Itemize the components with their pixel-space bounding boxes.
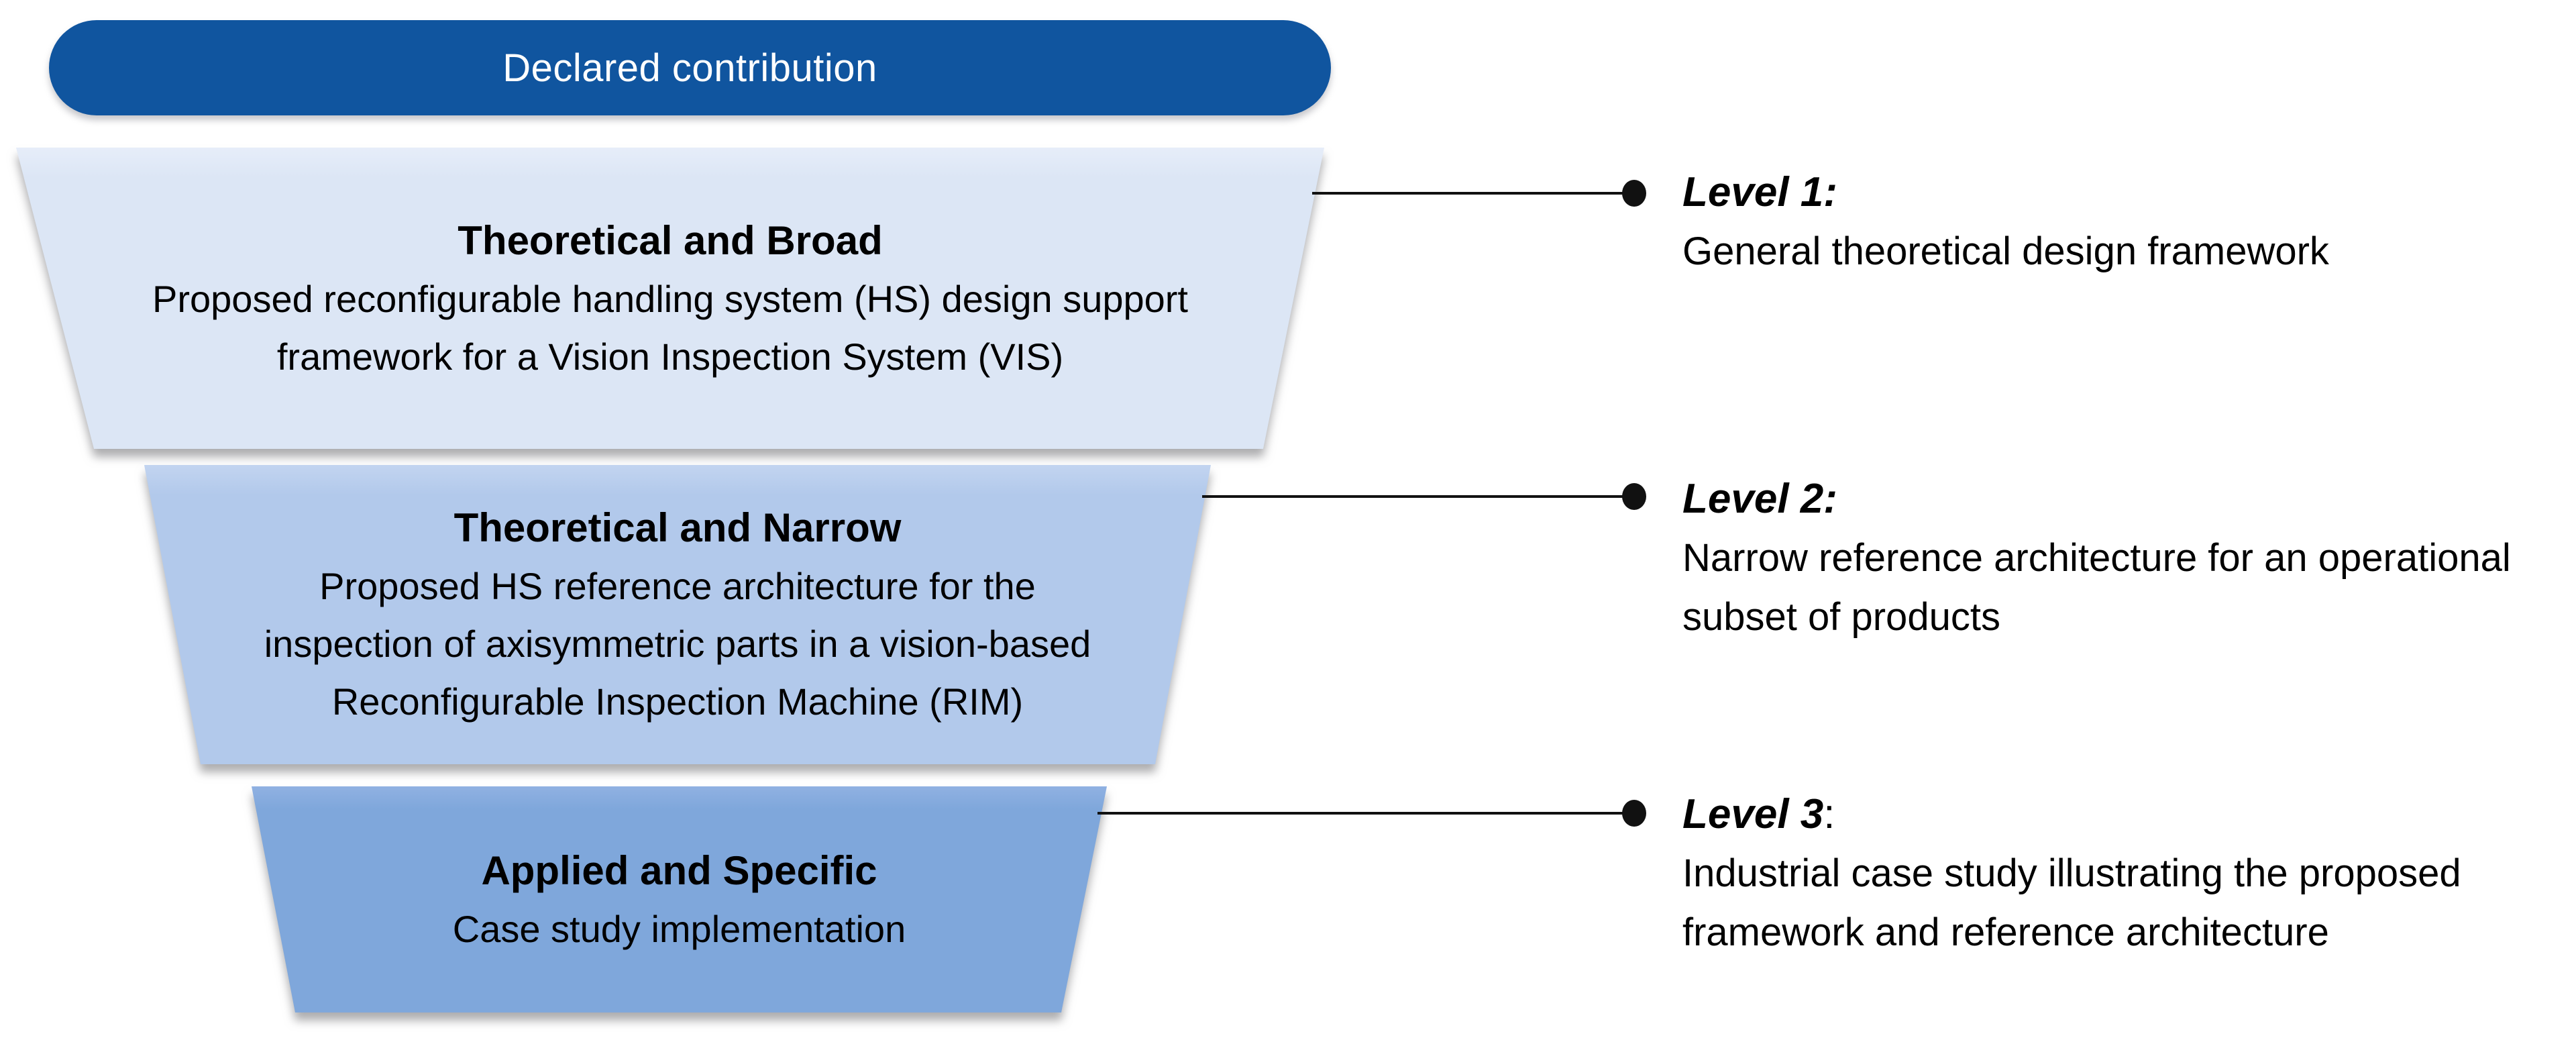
banner-label: Declared contribution: [502, 46, 877, 90]
connector-line-2: [1202, 495, 1625, 498]
bullet-icon: [1622, 180, 1646, 207]
bullet-icon: [1622, 483, 1646, 510]
annotation-level-2-line: subset of products: [1682, 595, 2000, 639]
annotation-level-1-title-row: Level 1:: [1682, 163, 2575, 222]
connector-line-1: [1312, 192, 1625, 195]
annotation-level-3-line: framework and reference architecture: [1682, 911, 2329, 954]
funnel-stage-2: Theoretical and Narrow Proposed HS refer…: [144, 465, 1211, 764]
annotation-level-3-title: Level 3: [1682, 791, 1824, 837]
annotation-level-1-colon: :: [1823, 169, 1837, 215]
annotation-level-2-line: Narrow reference architecture for an ope…: [1682, 536, 2511, 580]
funnel-stage-1-shape: Theoretical and Broad Proposed reconfigu…: [16, 148, 1324, 449]
stage-2-line: Proposed HS reference architecture for t…: [319, 565, 1036, 607]
funnel-stage-1: Theoretical and Broad Proposed reconfigu…: [16, 148, 1324, 449]
stage-1-line: Proposed reconfigurable handling system …: [152, 277, 1188, 320]
annotation-level-2-title: Level 2: [1682, 476, 1824, 522]
stage-1-line: framework for a Vision Inspection System…: [276, 335, 1064, 378]
annotation-level-3-colon: :: [1823, 791, 1835, 837]
bullet-icon: [1622, 800, 1646, 827]
annotation-level-1-title: Level 1: [1682, 169, 1824, 215]
annotation-level-1: Level 1: General theoretical design fram…: [1682, 163, 2575, 281]
stage-3-heading: Applied and Specific: [481, 847, 877, 893]
stage-2-line: inspection of axisymmetric parts in a vi…: [264, 623, 1091, 665]
funnel-stage-3-shape: Applied and Specific Case study implemen…: [252, 786, 1107, 1012]
stage-2-heading: Theoretical and Narrow: [453, 505, 902, 550]
stage-3-line: Case study implementation: [452, 907, 906, 950]
funnel-stage-2-shape: Theoretical and Narrow Proposed HS refer…: [144, 465, 1211, 764]
funnel-stage-3: Applied and Specific Case study implemen…: [252, 786, 1107, 1012]
stage-2-line: Reconfigurable Inspection Machine (RIM): [331, 680, 1024, 723]
annotation-level-2: Level 2: Narrow reference architecture f…: [1682, 470, 2575, 647]
annotation-level-1-line: General theoretical design framework: [1682, 229, 2329, 273]
annotation-level-2-colon: :: [1823, 476, 1837, 522]
connector-line-3: [1097, 812, 1625, 815]
annotation-level-3-title-row: Level 3:: [1682, 785, 2575, 844]
stage-1-heading: Theoretical and Broad: [458, 217, 883, 263]
declared-contribution-banner: Declared contribution: [49, 20, 1331, 115]
annotation-level-2-title-row: Level 2:: [1682, 470, 2575, 529]
annotation-level-3: Level 3: Industrial case study illustrat…: [1682, 785, 2575, 962]
annotation-level-3-line: Industrial case study illustrating the p…: [1682, 851, 2461, 895]
